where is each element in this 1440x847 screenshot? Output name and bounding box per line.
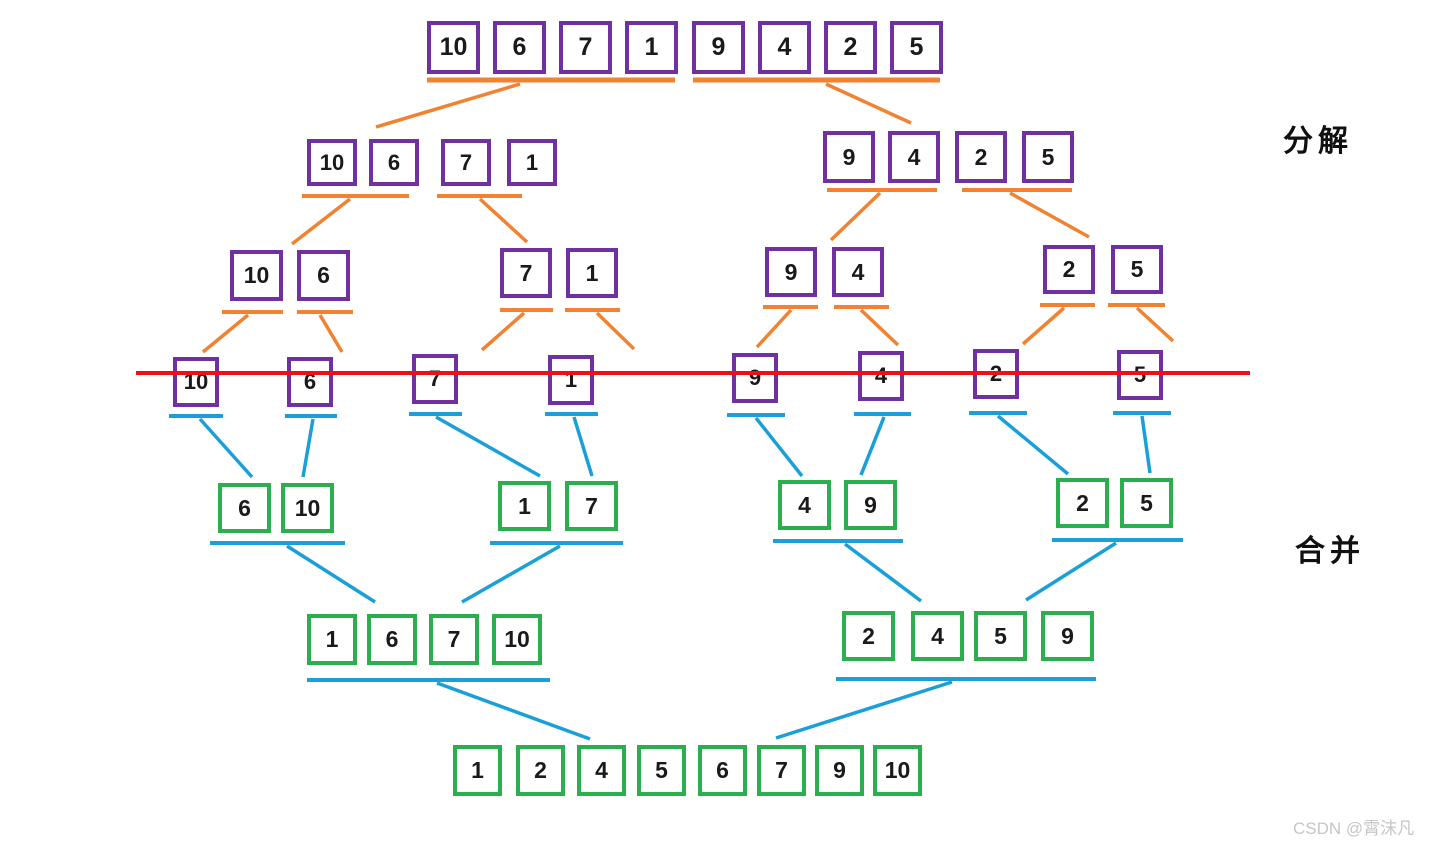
array-cell-sorted-array-4: 4 (577, 745, 626, 796)
array-cell-merged-1-6-7-10-10: 10 (492, 614, 542, 665)
array-cell-sorted-array-2: 2 (516, 745, 565, 796)
array-cell-pair-7-1-7: 7 (500, 248, 552, 298)
array-cell-singles-9: 9 (732, 353, 778, 403)
array-cell-left-half-7: 7 (441, 139, 491, 186)
split-merge-connector (595, 311, 636, 351)
array-cell-right-half-9: 9 (823, 131, 875, 183)
array-cell-left-half-10: 10 (307, 139, 357, 186)
split-merge-connector (825, 82, 912, 125)
array-cell-sorted-array-1: 1 (453, 745, 502, 796)
array-cell-source-array-6: 6 (493, 21, 546, 74)
array-cell-merged-1-6-7-10-6: 6 (367, 614, 417, 665)
array-cell-right-half-2: 2 (955, 131, 1007, 183)
split-merge-connector (1025, 541, 1117, 602)
array-cell-merged-2-4-5-9-4: 4 (911, 611, 964, 661)
array-cell-source-array-5: 5 (890, 21, 943, 74)
array-cell-pair-2-5-5: 5 (1111, 245, 1163, 294)
array-cell-left-half-6: 6 (369, 139, 419, 186)
array-cell-singles-7: 7 (412, 354, 458, 404)
array-cell-singles-6: 6 (287, 357, 333, 407)
split-merge-connector (301, 418, 315, 478)
array-cell-merged-4-9-4: 4 (778, 480, 831, 530)
split-merge-connector (318, 314, 344, 353)
array-cell-source-array-4: 4 (758, 21, 811, 74)
array-cell-sorted-array-9: 9 (815, 745, 864, 796)
split-merge-connector (859, 308, 900, 347)
array-cell-pair-2-5-2: 2 (1043, 245, 1095, 294)
array-cell-source-array-2: 2 (824, 21, 877, 74)
split-merge-connector (435, 415, 541, 478)
csdn-watermark: CSDN @霄沫凡 (1293, 819, 1415, 838)
array-cell-merged-2-5-5: 5 (1120, 478, 1173, 528)
split-merge-connector (1009, 191, 1090, 239)
array-cell-merged-1-6-7-10-1: 1 (307, 614, 357, 665)
array-cell-source-array-7: 7 (559, 21, 612, 74)
split-merge-connector (754, 416, 804, 478)
split-merge-connector (290, 197, 352, 246)
array-cell-merged-1-7-1: 1 (498, 481, 551, 531)
array-cell-merged-2-4-5-9-2: 2 (842, 611, 895, 661)
split-merge-connector (1135, 306, 1175, 343)
split-merge-connector (755, 308, 793, 349)
array-cell-pair-7-1-1: 1 (566, 248, 618, 298)
array-cell-merged-4-9-9: 9 (844, 480, 897, 530)
array-cell-merged-1-6-7-10-7: 7 (429, 614, 479, 665)
split-merge-connector (859, 416, 886, 476)
array-cell-source-array-10: 10 (427, 21, 480, 74)
phase-label-decompose: 分解 (1283, 125, 1353, 158)
array-cell-singles-4: 4 (858, 351, 904, 401)
array-cell-pair-9-4-4: 4 (832, 247, 884, 297)
array-cell-source-array-1: 1 (625, 21, 678, 74)
array-cell-singles-10: 10 (173, 357, 219, 407)
array-cell-left-half-1: 1 (507, 139, 557, 186)
array-cell-merged-6-10-10: 10 (281, 483, 334, 533)
array-cell-sorted-array-5: 5 (637, 745, 686, 796)
split-merge-connector (775, 680, 953, 740)
phase-label-merge: 合并 (1295, 535, 1365, 568)
split-merge-connector (480, 311, 526, 352)
split-merge-connector (572, 416, 594, 477)
array-cell-source-array-9: 9 (692, 21, 745, 74)
array-cell-singles-1: 1 (548, 355, 594, 405)
array-cell-merged-2-5-2: 2 (1056, 478, 1109, 528)
split-merge-connector (375, 82, 521, 129)
array-cell-merged-2-4-5-9-9: 9 (1041, 611, 1094, 661)
array-cell-sorted-array-6: 6 (698, 745, 747, 796)
array-cell-right-half-5: 5 (1022, 131, 1074, 183)
array-cell-sorted-array-10: 10 (873, 745, 922, 796)
array-cell-singles-5: 5 (1117, 350, 1163, 400)
array-cell-right-half-4: 4 (888, 131, 940, 183)
array-cell-singles-2: 2 (973, 349, 1019, 399)
split-merge-connector (478, 197, 529, 244)
array-cell-pair-10-6-10: 10 (230, 250, 283, 301)
array-cell-sorted-array-7: 7 (757, 745, 806, 796)
array-cell-pair-10-6-6: 6 (297, 250, 350, 301)
split-merge-connector (461, 544, 561, 604)
array-cell-merged-1-7-7: 7 (565, 481, 618, 531)
array-cell-pair-9-4-9: 9 (765, 247, 817, 297)
array-cell-merged-2-4-5-9-5: 5 (974, 611, 1027, 661)
array-cell-merged-6-10-6: 6 (218, 483, 271, 533)
split-merge-connector (1021, 306, 1066, 346)
split-merge-connector (829, 191, 882, 242)
split-merge-connector (996, 414, 1070, 476)
split-merge-connector (198, 417, 254, 479)
split-merge-connector (436, 681, 591, 741)
split-merge-connector (843, 542, 923, 603)
split-merge-connector (1140, 415, 1152, 474)
split-merge-connector (286, 544, 376, 604)
split-merge-connector (201, 313, 250, 354)
